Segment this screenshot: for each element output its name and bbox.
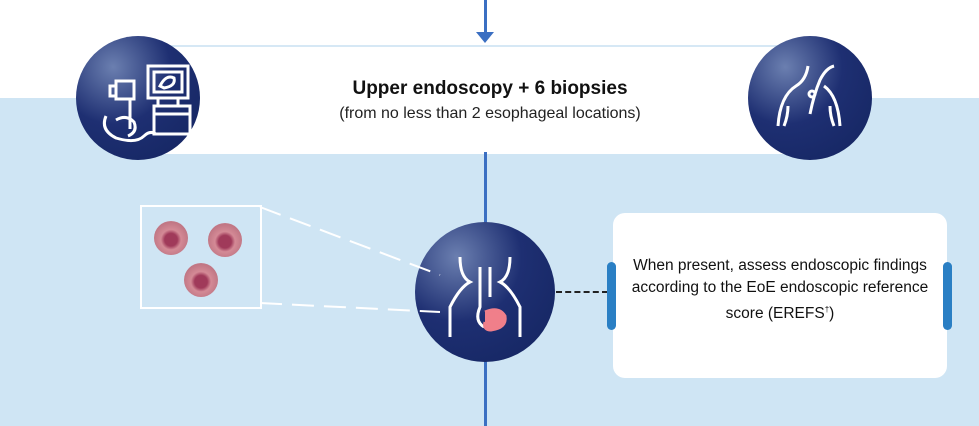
endoscopy-equipment-icon — [76, 36, 200, 160]
findings-close-paren: ) — [829, 305, 835, 323]
arrow-down-icon — [476, 32, 494, 43]
esophagus-stomach-icon — [415, 222, 555, 362]
step-banner — [150, 45, 830, 154]
findings-text: When present, assess endoscopic findings… — [623, 255, 937, 325]
eosinophil-cell-icon — [184, 263, 218, 297]
eosinophil-cell-icon — [208, 223, 242, 257]
eosinophil-cell-icon — [154, 221, 188, 255]
eosinophil-sample-box — [140, 205, 262, 309]
findings-main-text: When present, assess endoscopic findings… — [631, 257, 929, 323]
step-title: Upper endoscopy + 6 biopsies — [352, 78, 628, 99]
patient-esophagus-icon — [748, 36, 872, 160]
endoscopic-findings-card: When present, assess endoscopic findings… — [613, 213, 947, 378]
card-accent-left — [607, 262, 616, 330]
flow-line-top — [484, 0, 487, 36]
card-accent-right — [943, 262, 952, 330]
step-subtitle: (from no less than 2 esophageal location… — [339, 105, 641, 122]
dashed-connector — [556, 291, 608, 293]
footnote-dagger: † — [824, 305, 830, 314]
